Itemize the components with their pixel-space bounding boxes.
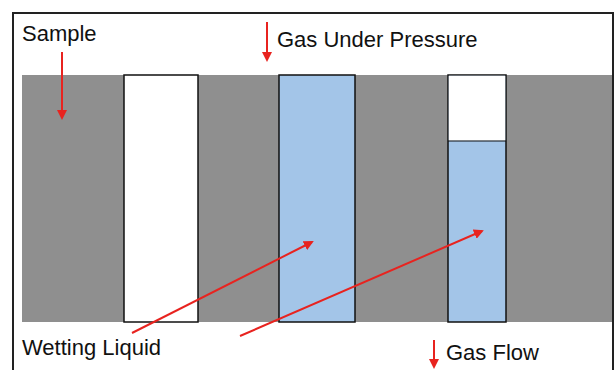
leader-line	[240, 231, 482, 336]
part-label: Sample	[22, 23, 97, 45]
empty-pore	[124, 75, 198, 322]
leader-line	[132, 242, 312, 333]
frame	[13, 13, 613, 370]
flow-arrow	[266, 22, 268, 60]
sample-body	[22, 75, 612, 322]
flow-arrow	[433, 340, 435, 367]
leader-line	[61, 52, 63, 118]
partial-pore	[448, 75, 506, 322]
filled-pore	[279, 75, 355, 322]
meniscus	[448, 141, 506, 142]
partial-pore-gas	[449, 76, 506, 141]
part-label: Wetting Liquid	[22, 337, 161, 359]
flow-label: Gas Flow	[446, 342, 539, 364]
flow-label: Gas Under Pressure	[277, 29, 478, 51]
